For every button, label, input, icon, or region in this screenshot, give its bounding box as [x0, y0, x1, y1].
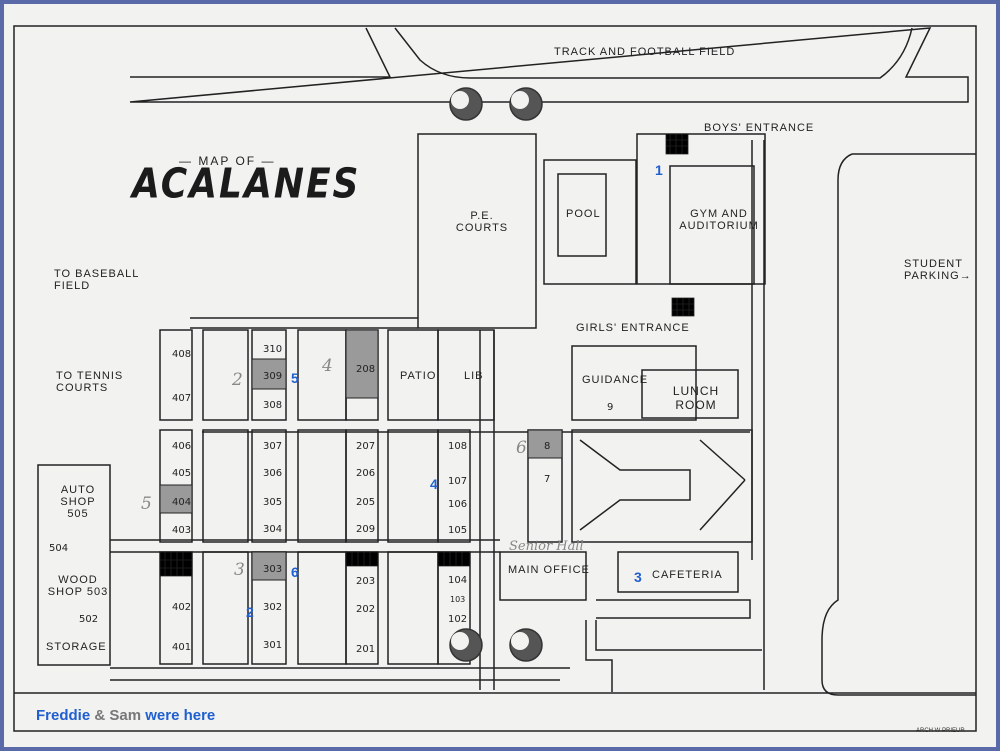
room-208-highlight	[345, 329, 379, 399]
room-502: 502	[79, 614, 99, 625]
to-tennis-label: TO TENNIS COURTS	[56, 370, 124, 394]
blue-marker-1: 1	[655, 162, 663, 178]
room-301: 301	[263, 640, 283, 651]
room-108: 108	[448, 441, 468, 452]
cafeteria-label: CAFETERIA	[652, 569, 723, 581]
room-302: 302	[263, 602, 283, 613]
lib-label: LIB	[464, 370, 484, 382]
room-504: 504	[49, 543, 69, 554]
credit-ampersand: &	[94, 707, 106, 724]
room-306: 306	[263, 468, 283, 479]
boys-entrance-label: BOYS' ENTRANCE	[704, 122, 815, 134]
map-sheet: — MAP OF — ACALANES TRACK AND FOOTBALL F…	[4, 4, 996, 747]
room-303-highlight	[251, 551, 287, 581]
room-405: 405	[172, 468, 192, 479]
room-203: 203	[356, 576, 376, 587]
room-7: 7	[544, 474, 551, 485]
credit-name-1: Freddie	[36, 707, 91, 724]
room-309: 309	[263, 371, 283, 382]
room-308: 308	[263, 400, 283, 411]
room-208: 208	[356, 364, 376, 375]
pool-label: POOL	[566, 208, 601, 220]
room-304: 304	[263, 524, 283, 535]
pe-courts-label: P.E. COURTS	[455, 210, 509, 234]
map-title-prefix: — MAP OF —	[179, 154, 276, 168]
pencil-mark-5: 5	[141, 494, 152, 514]
room-404-highlight	[159, 484, 193, 514]
room-201: 201	[356, 644, 376, 655]
blue-marker-3: 3	[634, 569, 642, 585]
to-baseball-label: TO BASEBALL FIELD	[54, 268, 139, 292]
room-9: 9	[607, 402, 614, 413]
room-408: 408	[172, 349, 192, 360]
blue-marker-2: 2	[246, 604, 254, 620]
room-310: 310	[263, 344, 283, 355]
blue-marker-5: 5	[291, 370, 299, 386]
room-102: 102	[448, 614, 468, 625]
room-204: 209	[356, 524, 376, 535]
room-402: 402	[172, 602, 192, 613]
main-office-label: MAIN OFFICE	[508, 564, 590, 576]
credit-name-2: Sam	[109, 707, 142, 724]
gym-label: GYM AND AUDITORIUM	[679, 208, 759, 232]
room-303: 303	[263, 564, 283, 575]
auto-shop-label: AUTO SHOP 505	[60, 484, 96, 520]
student-parking-label: STUDENT PARKING→	[904, 258, 972, 282]
lunch-room-label: LUNCH ROOM	[672, 384, 720, 412]
credit-line: Freddie & Sam were here	[36, 707, 215, 724]
room-107: 107	[448, 476, 468, 487]
map-title: ACALANES	[132, 160, 361, 209]
pencil-mark-3: 3	[234, 560, 245, 580]
room-106: 106	[448, 499, 468, 510]
credit-rest: were here	[145, 707, 216, 724]
room-307: 307	[263, 441, 283, 452]
guidance-label: GUIDANCE	[582, 374, 649, 386]
senior-hall-note: Senior Hall	[509, 539, 584, 554]
storage-label: STORAGE	[46, 641, 107, 653]
room-401: 401	[172, 642, 192, 653]
room-406: 406	[172, 441, 192, 452]
room-105: 105	[448, 525, 468, 536]
room-309-highlight	[251, 358, 287, 390]
blue-marker-6: 6	[291, 564, 299, 580]
room-305: 305	[263, 497, 283, 508]
room-206: 206	[356, 468, 376, 479]
pencil-mark-2: 2	[232, 370, 243, 390]
patio-label: PATIO	[400, 370, 437, 382]
room-207: 207	[356, 441, 376, 452]
room-404: 404	[172, 497, 192, 508]
artist-signature: ARCH W PRIEUR	[916, 728, 965, 734]
pencil-mark-4: 4	[322, 356, 333, 376]
room-205: 205	[356, 497, 376, 508]
room-8: 8	[544, 441, 551, 452]
track-label: TRACK AND FOOTBALL FIELD	[554, 46, 736, 58]
room-104: 104	[448, 575, 468, 586]
room-103: 103	[450, 595, 466, 604]
room-8-highlight	[527, 429, 563, 459]
blue-marker-4: 4	[430, 476, 438, 492]
pencil-mark-6: 6	[516, 438, 527, 458]
room-403: 403	[172, 525, 192, 536]
wood-shop-label: WOOD SHOP 503	[47, 574, 109, 598]
room-202: 202	[356, 604, 376, 615]
room-407: 407	[172, 393, 192, 404]
campus-map-drawing	[13, 25, 977, 732]
girls-entrance-label: GIRLS' ENTRANCE	[576, 322, 690, 334]
